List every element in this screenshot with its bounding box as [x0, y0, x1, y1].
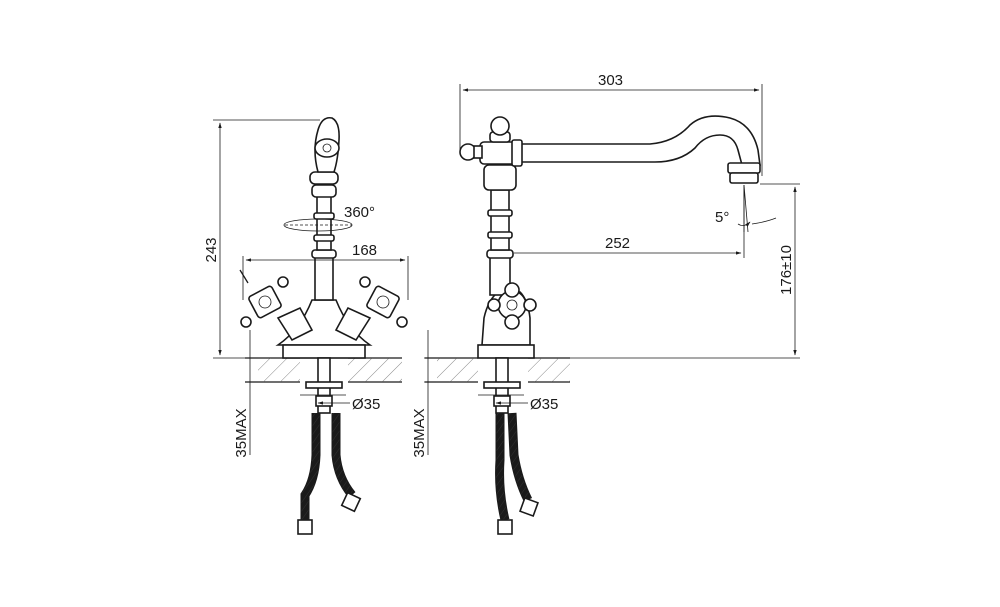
dim-360: 360°: [344, 204, 375, 221]
dim-hole-diameter-right-label: Ø35: [530, 396, 558, 413]
dim-252: 252: [514, 185, 745, 258]
rotation-indicator: [283, 218, 353, 232]
dim-spout-length-label: 252: [605, 235, 630, 252]
dim-168: 168: [242, 242, 409, 300]
dim-tilt-angle-label: 5°: [715, 209, 729, 226]
front-view: 243 360° 168 35MAX Ø35: [203, 116, 409, 535]
dim-243: 243: [203, 119, 320, 359]
mounting-hardware-right: [478, 357, 539, 535]
dim-176: 176±10: [570, 183, 800, 359]
dim-rotation-label: 360°: [344, 204, 375, 221]
dim-handle-span-label: 168: [352, 242, 377, 259]
dim-mount-max-left-label: 35MAX: [233, 408, 250, 457]
dim-total-height-label: 243: [203, 237, 220, 262]
dim-35max-right: 35MAX: [411, 330, 436, 458]
left-handle: [239, 269, 314, 342]
mounting-hardware-left: [297, 357, 362, 535]
dim-mount-max-right-label: 35MAX: [411, 408, 428, 457]
dim-diam-left: Ø35: [317, 396, 380, 413]
right-handle: [334, 276, 408, 342]
dim-hole-diameter-left-label: Ø35: [352, 396, 380, 413]
dim-303: 303: [459, 72, 763, 176]
dim-spout-reach-label: 303: [598, 72, 623, 89]
side-view: 303 252 5° 176±10 35MAX: [411, 72, 800, 535]
dim-5deg: 5°: [715, 184, 777, 233]
dim-diam-right: Ø35: [495, 396, 558, 413]
dim-spout-height-label: 176±10: [778, 245, 795, 295]
faucet-body-side: [459, 115, 761, 359]
dim-35max-left: 35MAX: [233, 330, 258, 458]
